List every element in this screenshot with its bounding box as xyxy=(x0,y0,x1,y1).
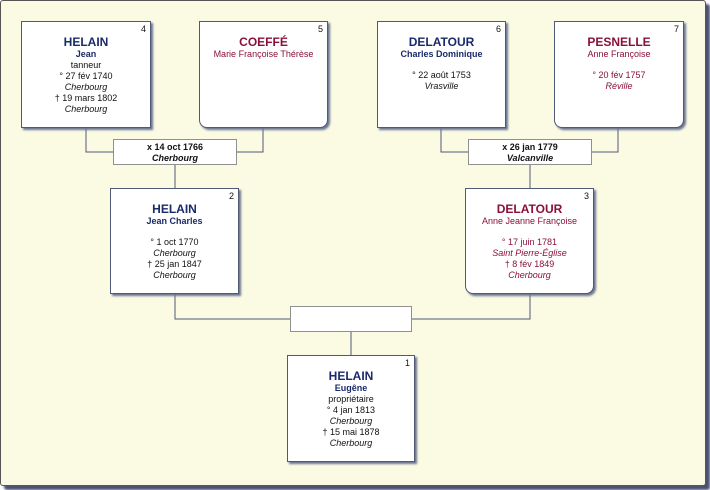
surname: DELATOUR xyxy=(408,35,475,49)
birth-place: Vrasville xyxy=(424,81,459,91)
person-number: 6 xyxy=(495,24,501,34)
marriage-date: x 26 jan 1779 xyxy=(502,142,558,152)
given-name: Jean Charles xyxy=(146,216,203,226)
death-place: Cherbourg xyxy=(64,104,108,114)
birth-place: Saint Pierre-Église xyxy=(492,248,567,258)
surname: HELAIN xyxy=(63,35,109,49)
birth-date: ° 20 fév 1757 xyxy=(592,70,646,80)
birth-date: ° 27 fév 1740 xyxy=(59,71,113,81)
person-number: 3 xyxy=(583,191,589,201)
marriage-place: Valcanville xyxy=(506,153,554,163)
surname: COEFFÉ xyxy=(239,35,288,49)
marriage-place: Cherbourg xyxy=(152,153,198,163)
person-number: 4 xyxy=(140,24,146,34)
marriage-date: x 14 oct 1766 xyxy=(146,142,204,152)
birth-date: ° 22 août 1753 xyxy=(412,70,471,80)
birth-date: ° 17 juin 1781 xyxy=(501,237,558,247)
occupation: propriétaire xyxy=(328,394,374,404)
person-box-7[interactable]: 7 PESNELLE Anne Françoise ° 20 fév 1757 … xyxy=(554,21,684,128)
person-box-6[interactable]: 6 DELATOUR Charles Dominique ° 22 août 1… xyxy=(377,21,506,128)
birth-place: Cherbourg xyxy=(153,248,196,258)
person-box-5[interactable]: 5 COEFFÉ Marie Françoise Thérèse xyxy=(199,21,328,128)
marriage-box-6-7[interactable]: x 26 jan 1779 Valcanville xyxy=(468,139,592,165)
person-number: 5 xyxy=(317,24,323,34)
marriage-box-4-5[interactable]: x 14 oct 1766 Cherbourg xyxy=(113,139,237,165)
occupation: tanneur xyxy=(70,60,102,70)
person-box-4[interactable]: 4 HELAIN Jean tanneur ° 27 fév 1740 Cher… xyxy=(21,21,151,128)
death-place: Cherbourg xyxy=(329,438,373,448)
birth-place: Cherbourg xyxy=(64,82,108,92)
birth-date: ° 4 jan 1813 xyxy=(326,405,376,415)
person-box-3[interactable]: 3 DELATOUR Anne Jeanne Françoise ° 17 ju… xyxy=(465,188,594,294)
given-name: Marie Françoise Thérèse xyxy=(213,49,314,59)
death-place: Cherbourg xyxy=(508,270,551,280)
person-box-2[interactable]: 2 HELAIN Jean Charles ° 1 oct 1770 Cherb… xyxy=(110,188,239,294)
surname: DELATOUR xyxy=(496,202,563,216)
birth-place: Cherbourg xyxy=(329,416,373,426)
death-date: † 15 mai 1878 xyxy=(322,427,380,437)
birth-place: Réville xyxy=(605,81,633,91)
death-place: Cherbourg xyxy=(153,270,196,280)
person-number: 1 xyxy=(404,358,410,368)
surname: HELAIN xyxy=(328,369,374,383)
death-date: † 25 jan 1847 xyxy=(147,259,202,269)
marriage-box-2-3[interactable] xyxy=(290,306,412,332)
given-name: Anne Jeanne Françoise xyxy=(481,216,578,226)
given-name: Eugêne xyxy=(334,383,368,393)
given-name: Anne Françoise xyxy=(587,49,651,59)
death-date: † 19 mars 1802 xyxy=(54,93,118,103)
given-name: Charles Dominique xyxy=(400,49,483,59)
birth-date: ° 1 oct 1770 xyxy=(150,237,199,247)
person-box-1[interactable]: 1 HELAIN Eugêne propriétaire ° 4 jan 181… xyxy=(287,355,415,462)
surname: HELAIN xyxy=(152,202,197,216)
death-date: † 8 fév 1849 xyxy=(504,259,555,269)
surname: PESNELLE xyxy=(587,35,651,49)
given-name: Jean xyxy=(75,49,97,59)
person-number: 2 xyxy=(228,191,234,201)
person-number: 7 xyxy=(673,24,679,34)
